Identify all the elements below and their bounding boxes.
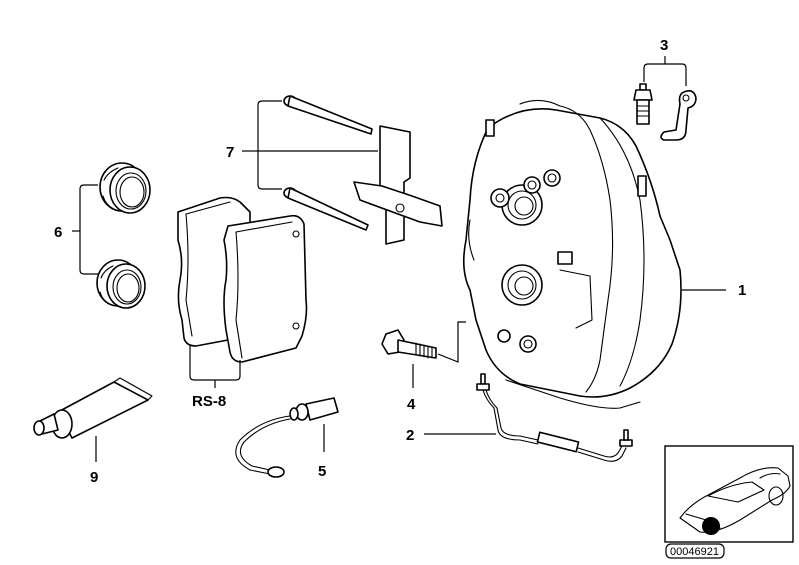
callout-6: 6 [54,224,62,241]
callout-3: 3 [660,37,668,54]
piston-seal-lower[interactable] [96,259,146,309]
brake-pad-front[interactable] [223,214,308,363]
bleeder-valve[interactable] [633,83,653,125]
bleeder-bracket[interactable] [660,90,697,141]
wear-sensor[interactable] [235,397,339,478]
brake-caliper[interactable] [462,99,682,398]
callout-5: 5 [318,463,326,480]
hex-bolt[interactable] [381,329,437,359]
callout-6-bracket [72,184,98,275]
callout-1: 1 [738,282,746,299]
brake-line[interactable] [476,373,641,462]
retaining-pin-lower[interactable] [283,187,369,231]
callout-rs8-bracket [189,345,241,388]
piston-seal-upper[interactable] [99,162,151,214]
diagram-number-badge: 00046921 [665,543,725,559]
callout-3-bracket [643,56,687,86]
callout-2: 2 [406,427,414,444]
vehicle-reference-inset[interactable] [664,445,794,543]
callout-4: 4 [407,396,416,413]
retaining-spring[interactable] [353,125,443,245]
callout-7: 7 [226,144,234,161]
grease-tube[interactable] [33,377,153,439]
callout-9: 9 [90,469,98,486]
retaining-pin-upper[interactable] [283,95,373,135]
callout-4-bolt-leader [437,321,466,363]
callout-7-bracket [242,100,378,190]
highlighted-wheel-icon [702,517,720,535]
diagram-number: 00046921 [670,546,719,558]
callout-rs8: RS-8 [192,393,226,410]
